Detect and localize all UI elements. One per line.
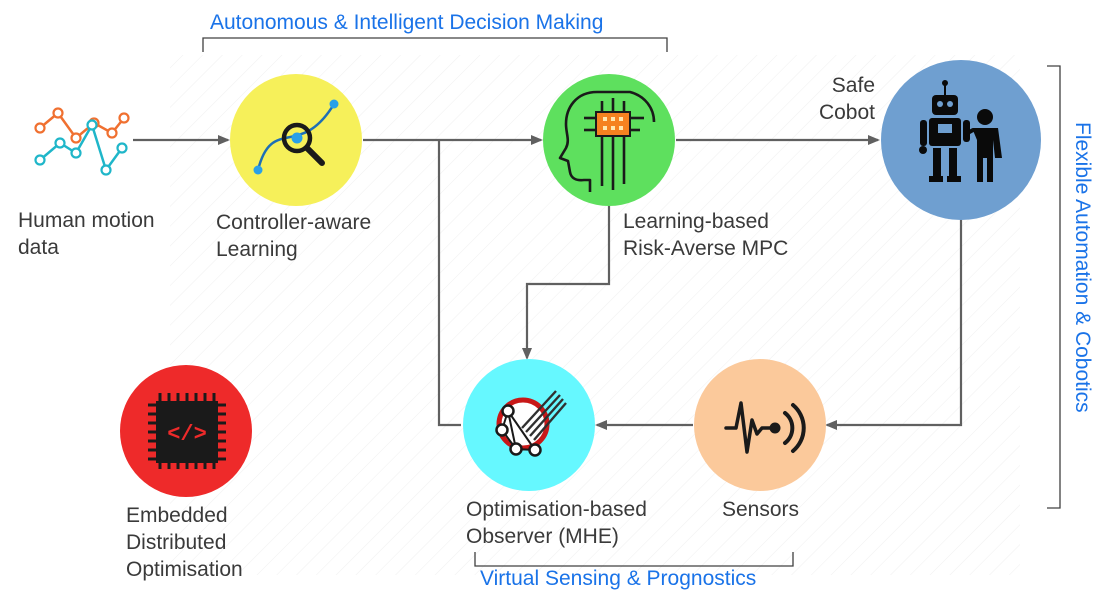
human-motion-line2: data: [18, 236, 59, 259]
controller-line2: Learning: [216, 238, 298, 261]
human-motion-line1: Human motion: [18, 209, 155, 232]
embedded-line2: Distributed: [126, 531, 227, 554]
human-motion-label: Human motion data: [18, 207, 155, 261]
cobot-line2: Cobot: [818, 101, 875, 124]
mpc-line1: Learning-based: [623, 210, 769, 233]
observer-line2: Observer (MHE): [466, 525, 619, 548]
line-observer-feedback: [437, 140, 461, 427]
ai-head-chip-icon: [558, 90, 656, 192]
controller-line1: Controller-aware: [216, 211, 372, 234]
embedded-node: </>: [120, 365, 252, 497]
controller-node: [230, 74, 362, 206]
bottom-bracket-label: Virtual Sensing & Prognostics: [480, 567, 757, 590]
search-curve-icon: [253, 99, 339, 175]
sensors-label: Sensors: [722, 496, 799, 523]
embedded-label: Embedded Distributed Optimisation: [126, 502, 243, 583]
mpc-label: Learning-based Risk-Averse MPC: [623, 208, 788, 262]
observer-line1: Optimisation-based: [466, 498, 647, 521]
cobot-label: Safe Cobot: [795, 72, 875, 126]
right-bracket-label: Flexible Automation & Cobotics: [1071, 122, 1094, 413]
cobot-line1: Safe: [831, 74, 875, 97]
embedded-line1: Embedded: [126, 504, 228, 527]
chip-icon: [595, 111, 631, 137]
observer-label: Optimisation-based Observer (MHE): [466, 496, 647, 550]
line-chart-icon: [34, 107, 130, 176]
sensors-node: [694, 359, 826, 491]
mpc-line2: Risk-Averse MPC: [623, 237, 789, 260]
robot-human-icon: [919, 80, 1002, 182]
top-bracket-label: Autonomous & Intelligent Decision Making: [210, 11, 604, 34]
sensors-circle: [694, 359, 826, 491]
arrow-mpc-to-observer: [522, 205, 611, 360]
controller-label: Controller-aware Learning: [216, 209, 371, 263]
bottom-bracket: [474, 552, 794, 567]
embedded-line3: Optimisation: [126, 558, 243, 581]
sensor-wave-icon: [724, 401, 806, 454]
sensors-line1: Sensors: [722, 498, 800, 521]
top-bracket: [202, 37, 668, 52]
right-bracket: [1047, 65, 1061, 509]
cobot-node: [881, 60, 1041, 220]
mpc-circle: [543, 74, 675, 206]
svg-text:</>: </>: [167, 422, 207, 447]
mpc-node: [543, 74, 675, 206]
observer-node: [463, 359, 595, 491]
arrow-cobot-to-sensors: [825, 218, 963, 430]
embedded-code-chip-icon: </>: [148, 393, 226, 469]
network-observer-icon: [495, 390, 567, 457]
